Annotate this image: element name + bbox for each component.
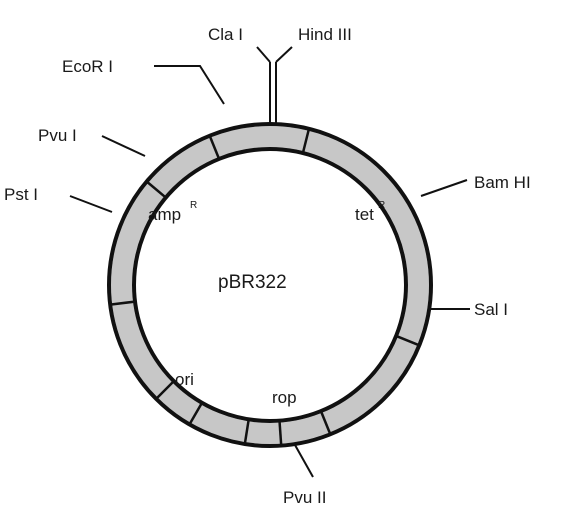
bam-leader [420, 179, 468, 197]
ring-inner-edge [132, 147, 408, 423]
site-label-pvu-ii: Pvu II [283, 488, 326, 507]
divider-bottom [278, 420, 283, 446]
divider-sal [395, 334, 420, 347]
divider-ecor [208, 135, 221, 160]
pst-leader [69, 195, 113, 213]
site-label-ecor-i: EcoR I [62, 57, 113, 76]
divider-ori-upper [155, 380, 175, 400]
divider-pvu-i [145, 180, 167, 199]
gene-label-tet: tet [355, 205, 374, 224]
site-label-pvu-i: Pvu I [38, 126, 77, 145]
segment-dividers [110, 128, 420, 446]
site-label-hind-iii: Hind III [298, 25, 352, 44]
divider-top-right [301, 128, 311, 154]
divider-ori-lower [188, 402, 204, 426]
gene-label-amp-sup: R [190, 200, 197, 211]
ecor-leader [154, 65, 225, 105]
gene-label-amp: amp [148, 205, 181, 224]
site-leader-lines [69, 46, 470, 478]
site-label-cla-i: Cla I [208, 25, 243, 44]
site-label-bam-hi: Bam HI [474, 173, 531, 192]
gene-label-ori: ori [175, 370, 194, 389]
pvu-ii-leader [294, 444, 314, 478]
plasmid-name: pBR322 [218, 272, 287, 293]
divider-left [110, 300, 136, 306]
plasmid-inner [132, 147, 408, 423]
hind-leader [275, 46, 293, 63]
site-label-sal-i: Sal I [474, 300, 508, 319]
divider-lower-left [243, 419, 250, 445]
site-label-pst-i: Pst I [4, 185, 38, 204]
gene-label-tet-sup: R [378, 200, 385, 211]
cla-leader [256, 46, 271, 63]
gene-label-rop: rop [272, 388, 297, 407]
divider-rop [319, 410, 332, 435]
pvu-i-leader [101, 135, 146, 157]
